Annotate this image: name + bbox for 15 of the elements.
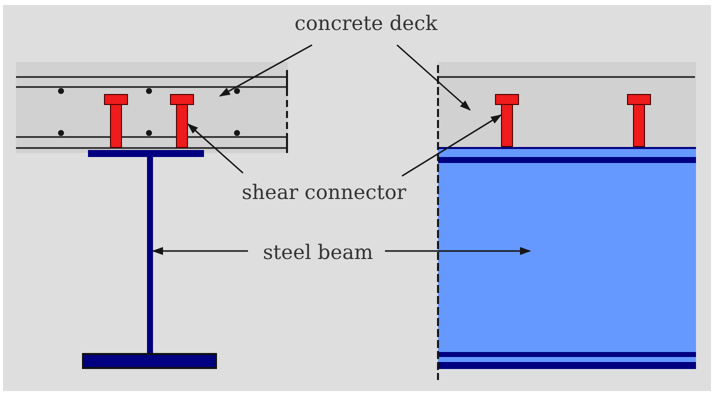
leader-line [219,44,312,97]
bottom-flange [82,353,217,369]
part-label: concrete deck [294,11,438,35]
leader-line [396,44,471,111]
part-label: steel beam [262,240,374,264]
leader-line [385,247,531,255]
top-flange [88,150,204,157]
concrete-slab-section [16,62,288,153]
steel-beam-side [438,147,696,369]
part-label: shear connector [242,180,406,204]
leader-line [152,247,248,255]
leader-line [402,114,502,177]
leader-line [187,123,244,174]
concrete-slab-side [438,62,696,147]
beam-web [147,157,153,354]
